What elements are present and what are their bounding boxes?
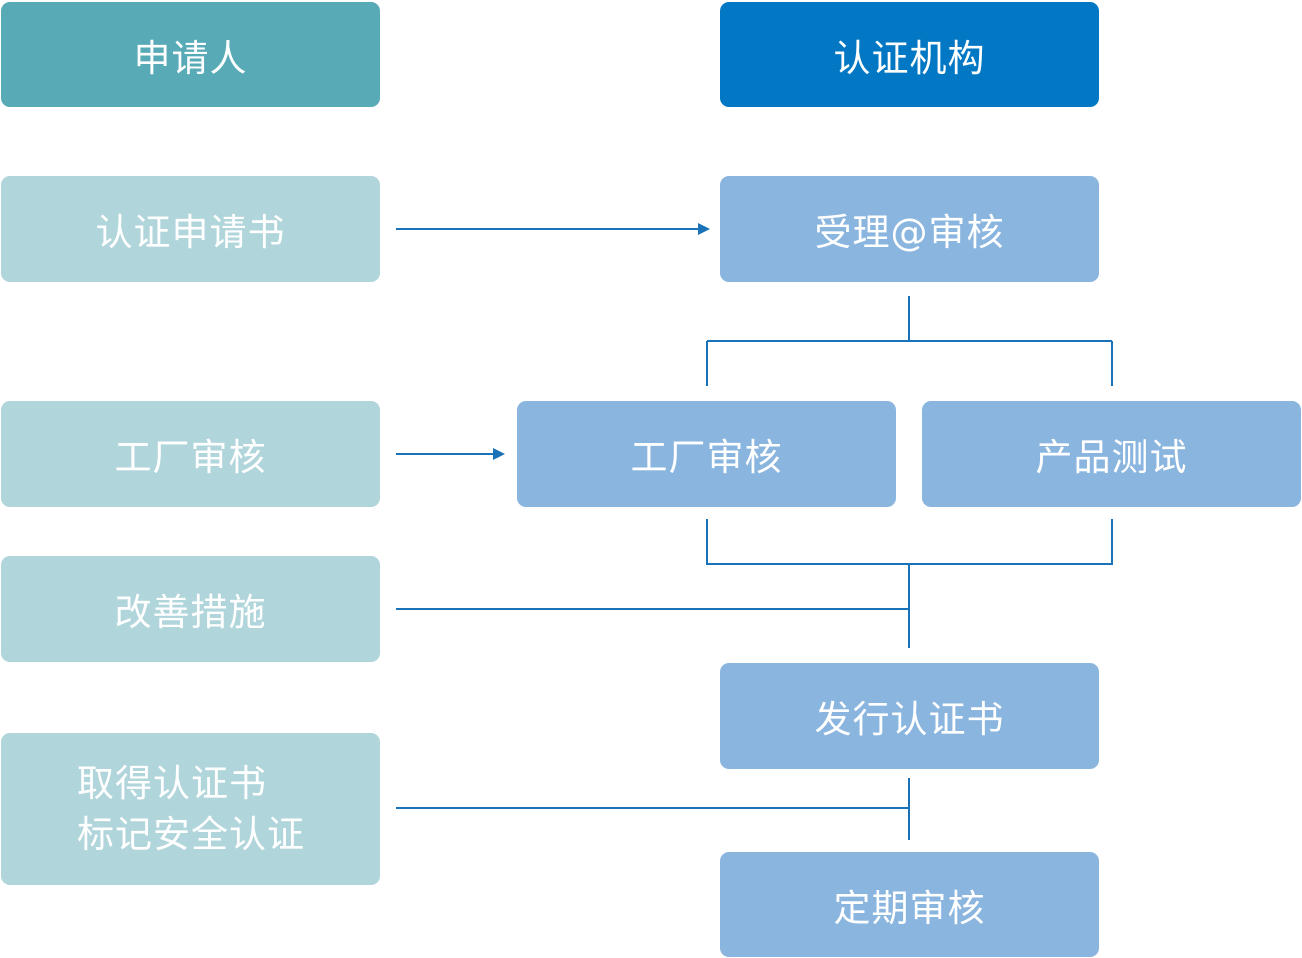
certification-body-header-label: 认证机构 — [833, 36, 986, 80]
cert-step-issue-certificate: 发行认证书 — [720, 663, 1099, 769]
applicant-step-obtain-line1: 取得认证书 — [77, 762, 267, 805]
cert-step-periodic-audit-label: 定期审核 — [833, 886, 986, 930]
certification-body-header: 认证机构 — [720, 2, 1099, 107]
applicant-step-factory-audit: 工厂审核 — [1, 401, 380, 507]
applicant-step-obtain-certificate: 取得认证书 标记安全认证 — [1, 733, 380, 885]
applicant-header-label: 申请人 — [133, 36, 248, 80]
obtain-connector — [396, 778, 910, 840]
applicant-header: 申请人 — [1, 2, 380, 107]
cert-step-product-test-label: 产品测试 — [1035, 436, 1188, 479]
cert-step-accept-review: 受理@审核 — [720, 176, 1099, 282]
applicant-step-obtain-line2: 标记安全认证 — [77, 813, 305, 856]
cert-step-periodic-audit: 定期审核 — [720, 852, 1099, 957]
merge-connector — [706, 519, 1113, 648]
applicant-step-application-label: 认证申请书 — [95, 211, 286, 254]
applicant-step-improvement-label: 改善措施 — [114, 591, 267, 634]
cert-step-factory-audit-label: 工厂审核 — [630, 436, 783, 479]
cert-step-issue-certificate-label: 发行认证书 — [814, 698, 1005, 741]
applicant-step-application: 认证申请书 — [1, 176, 380, 282]
applicant-step-factory-audit-label: 工厂审核 — [114, 436, 267, 479]
split-connector — [706, 296, 1113, 386]
applicant-step-improvement: 改善措施 — [1, 556, 380, 662]
cert-step-product-test: 产品测试 — [922, 401, 1301, 507]
cert-step-accept-review-label: 受理@审核 — [814, 211, 1005, 254]
cert-step-factory-audit: 工厂审核 — [517, 401, 896, 507]
